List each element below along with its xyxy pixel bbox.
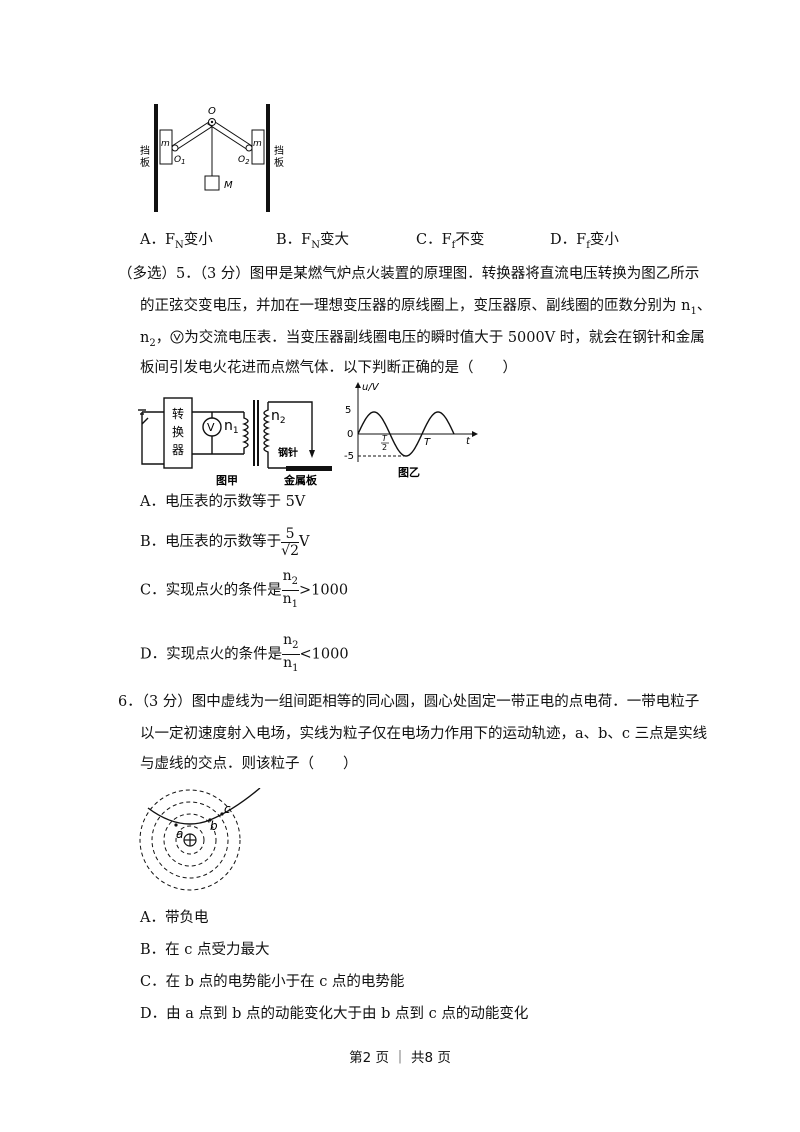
t-full-label: T [424, 437, 431, 448]
pivot-o2 [245, 144, 253, 152]
q5-stem-line-3: n2，为交流电压表．当变压器副线圈电压的瞬时值大于 5000V 时，就会在钢针和… [140, 330, 705, 349]
right-wall-label-2: 板 [274, 156, 284, 169]
point-b [208, 818, 212, 822]
t-half-num: T [382, 434, 388, 443]
mechanism-figure: 挡 板 挡 板 m m O O1 O2 M [140, 104, 284, 212]
point-c [220, 812, 224, 816]
u-axis-label: u/V [362, 382, 380, 393]
ignition-circuit-figure: 转 换 器 V n1 n2 钢针 金属板 图甲 [138, 397, 332, 487]
q6-option-c: C．在 b 点的电势能小于在 c 点的电势能 [140, 974, 405, 990]
label-big-m: M [224, 180, 233, 191]
concentric-field-figure: a b c [139, 788, 261, 891]
primary-coil [242, 412, 249, 454]
voltmeter-label: V [207, 421, 215, 434]
point-a [174, 823, 178, 827]
converter-label-3: 器 [172, 443, 184, 457]
y-zero-label: 0 [347, 429, 353, 440]
metal-plate [286, 466, 332, 471]
q6-option-d: D．由 a 点到 b 点的动能变化大于由 b 点到 c 点的动能变化 [140, 1006, 529, 1022]
left-wall-label-2: 板 [140, 156, 150, 169]
q4-option-b: B．FN变大 [276, 232, 349, 251]
page-footer: 第2 页 ｜ 共8 页 [349, 1050, 451, 1066]
right-block-mass: m [253, 139, 262, 149]
t-half-den: 2 [382, 443, 387, 452]
label-o: O [208, 106, 216, 117]
q6-stem-line-1: 6．（3 分）图中虚线为一组间距相等的同心圆，圆心处固定一带正电的点电荷．一带电… [118, 694, 700, 710]
q5-stem-line-2: 的正弦交变电压，并加在一理想变压器的原线圈上，变压器原、副线圈的匝数分别为 n1… [140, 298, 712, 317]
circle-1 [175, 825, 205, 855]
circle-2 [163, 813, 217, 867]
q5-stem-line-4: 板间引发电火花进而点燃气体．以下判断正确的是（ ） [140, 360, 517, 376]
left-wall [154, 104, 158, 212]
pivot-o1 [171, 144, 179, 152]
q4-option-d: D．Ff变小 [550, 232, 619, 251]
q6-stem-line-2: 以一定初速度射入电场，实线为粒子仅在电场力作用下的运动轨迹，a、b、c 三点是实… [140, 726, 708, 742]
converter-label-1: 转 [172, 406, 184, 421]
q6-option-a: A．带负电 [140, 910, 209, 926]
label-b: b [210, 819, 218, 833]
needle-label: 钢针 [278, 446, 298, 459]
hanging-mass [204, 175, 220, 191]
left-wall-label-1: 挡 [140, 144, 150, 157]
switch [141, 417, 149, 425]
converter-label-2: 换 [172, 425, 184, 439]
right-wall-label-1: 挡 [274, 144, 284, 157]
label-o1: O1 [174, 155, 186, 166]
n1-label: n1 [224, 418, 239, 436]
t-axis-label: t [466, 436, 471, 447]
figure-b-caption: 图乙 [398, 466, 420, 479]
q5-stem-line-1: （多选）5．（3 分）图甲是某燃气炉点火装置的原理图．转换器将直流电压转换为图乙… [118, 266, 700, 282]
n2-label: n2 [271, 408, 286, 426]
y-max-label: 5 [345, 405, 351, 416]
right-wall [266, 104, 270, 212]
converter-box [163, 397, 193, 469]
option-b-fraction: 5√2 [281, 525, 299, 559]
circle-3 [151, 801, 229, 879]
q6-option-b: B．在 c 点受力最大 [140, 942, 270, 958]
q6-stem-line-3: 与虚线的交点．则该粒子（ ） [140, 756, 358, 772]
y-min-label: -5 [344, 451, 354, 462]
voltmeter-symbol-icon [170, 330, 184, 344]
q4-option-a: A．FN变小 [140, 232, 213, 251]
steel-needle [309, 450, 315, 458]
label-c: c [224, 802, 231, 816]
label-a: a [176, 827, 183, 841]
circle-4 [139, 789, 241, 891]
plate-label: 金属板 [283, 473, 318, 487]
q5-option-a: A．电压表的示数等于 5V [140, 494, 306, 510]
q4-option-c: C．Ff不变 [416, 232, 485, 251]
label-o2: O2 [238, 155, 250, 166]
left-block-mass: m [161, 139, 170, 149]
sine-voltage-figure: u/V 5 0 -5 T 2 T t 图乙 [344, 382, 478, 479]
voltmeter [202, 417, 222, 437]
secondary-coil [263, 402, 270, 468]
figure-a-caption: 图甲 [216, 474, 238, 487]
